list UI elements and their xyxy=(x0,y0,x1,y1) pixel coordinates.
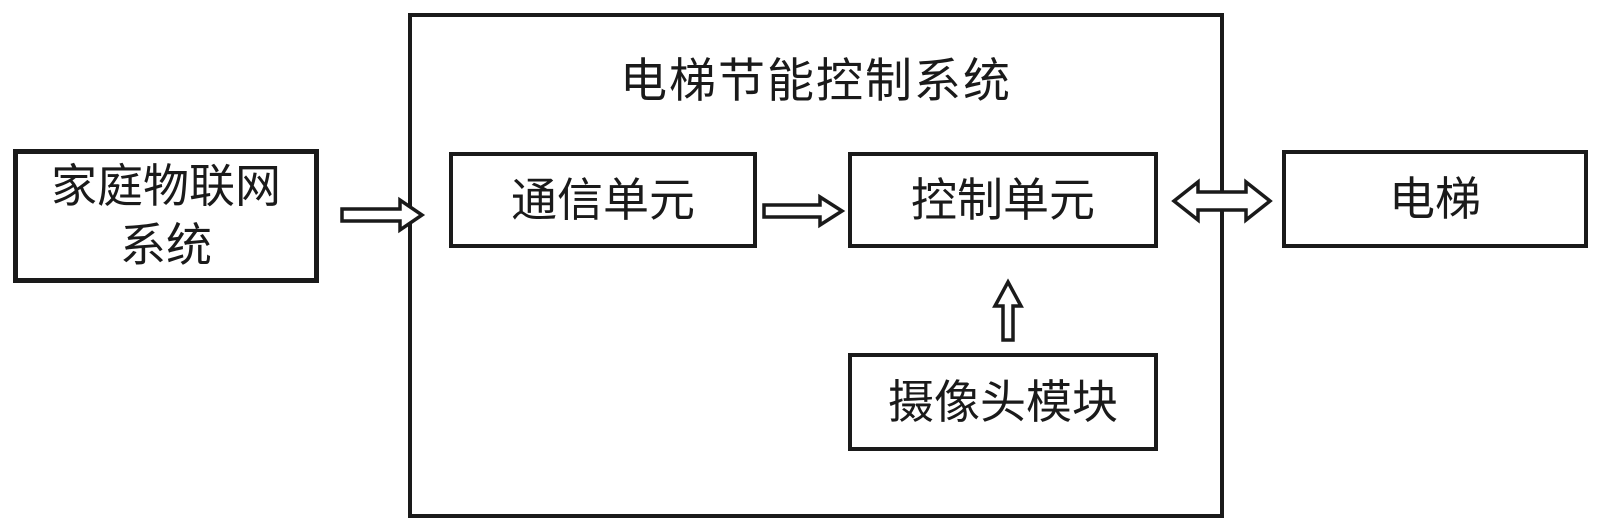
node-elevator: 电梯 xyxy=(1282,150,1588,248)
node-elevator-label: 电梯 xyxy=(1389,172,1481,225)
system-container-title: 电梯节能控制系统 xyxy=(620,54,1012,107)
node-home-iot-system-label: 家庭物联网 系统 xyxy=(51,160,281,271)
node-control-unit: 控制单元 xyxy=(848,152,1158,248)
node-communication-unit-label: 通信单元 xyxy=(511,173,695,226)
node-control-unit-label: 控制单元 xyxy=(911,173,1095,226)
arrow-right-icon xyxy=(340,196,426,234)
system-container-box xyxy=(408,13,1224,518)
node-camera-module: 摄像头模块 xyxy=(848,353,1158,451)
node-communication-unit: 通信单元 xyxy=(449,152,757,248)
node-camera-module-label: 摄像头模块 xyxy=(888,375,1118,428)
node-home-iot-system: 家庭物联网 系统 xyxy=(13,149,319,283)
arrow-up-icon xyxy=(992,278,1024,342)
arrow-double-horizontal-icon xyxy=(1171,178,1273,224)
arrow-right-icon xyxy=(762,193,846,229)
